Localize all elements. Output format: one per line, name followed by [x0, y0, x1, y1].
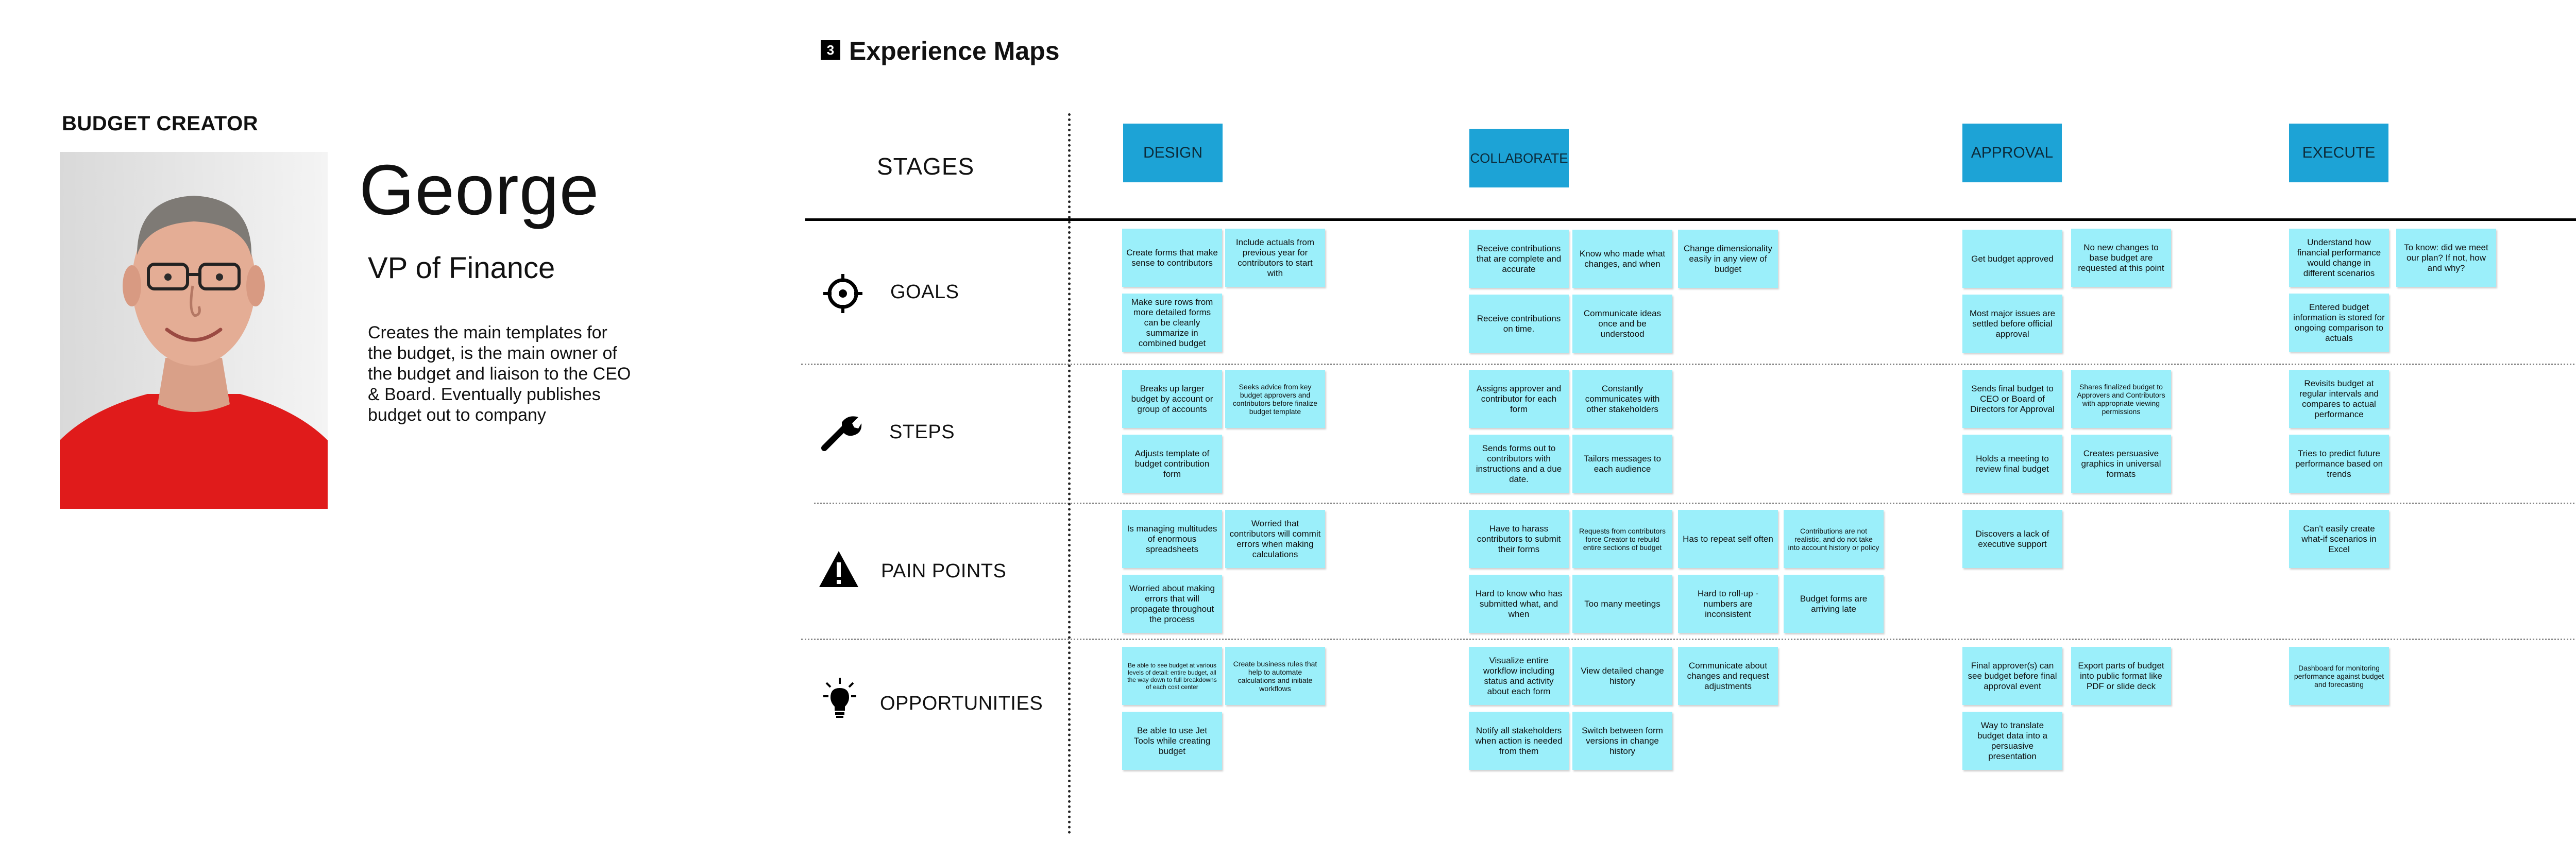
sticky-note: Tries to predict future performance base…	[2289, 435, 2389, 493]
sticky-note: Revisits budget at regular intervals and…	[2289, 370, 2389, 428]
lightbulb-icon	[823, 678, 856, 718]
sticky-note: Sends forms out to contributors with ins…	[1469, 435, 1569, 493]
sticky-note: Requests from contributors force Creator…	[1572, 510, 1672, 568]
sticky-note: Include actuals from previous year for c…	[1225, 229, 1325, 287]
sticky-note: Creates persuasive graphics in universal…	[2071, 435, 2171, 493]
sticky-note: To know: did we meet our plan? If not, h…	[2396, 229, 2496, 287]
sticky-note: Most major issues are settled before off…	[1962, 295, 2062, 353]
sticky-note: Adjusts template of budget contribution …	[1122, 435, 1222, 493]
map-title: Experience Maps	[849, 37, 1060, 65]
sticky-note: Hard to know who has submitted what, and…	[1469, 575, 1569, 633]
sticky-note: Dashboard for monitoring performance aga…	[2289, 647, 2389, 705]
sticky-note: Seeks advice from key budget approvers a…	[1225, 370, 1325, 428]
sticky-note: Is managing multitudes of enormous sprea…	[1122, 510, 1222, 568]
row-label-opportunities: OPPORTUNITIES	[880, 693, 1043, 714]
sticky-note: Worried that contributors will commit er…	[1225, 510, 1325, 568]
sticky-note: Understand how financial performance wou…	[2289, 229, 2389, 287]
sticky-note: Communicate ideas once and be understood	[1572, 295, 1672, 353]
sticky-note: No new changes to base budget are reques…	[2071, 229, 2171, 287]
persona-role: VP of Finance	[368, 251, 555, 285]
sticky-note: Get budget approved	[1962, 230, 2062, 288]
persona-portrait-image	[60, 152, 328, 509]
row-label-steps: STEPS	[889, 421, 955, 443]
sticky-note: Worried about making errors that will pr…	[1122, 575, 1222, 633]
persona-photo	[60, 152, 328, 509]
sticky-note: View detailed change history	[1572, 647, 1672, 705]
target-icon	[823, 274, 862, 313]
sticky-note: Communicate about changes and request ad…	[1678, 647, 1778, 705]
persona-name: George	[359, 150, 600, 230]
stage-design: DESIGN	[1123, 124, 1223, 182]
sticky-note: Hard to roll-up - numbers are inconsiste…	[1678, 575, 1778, 633]
sticky-note: Know who made what changes, and when	[1572, 230, 1672, 288]
section-number-badge: 3	[821, 40, 840, 60]
sticky-note: Notify all stakeholders when action is n…	[1469, 712, 1569, 770]
sticky-note: Have to harass contributors to submit th…	[1469, 510, 1569, 568]
sticky-note: Visualize entire workflow including stat…	[1469, 647, 1569, 705]
persona-description: Creates the main templates for the budge…	[368, 323, 631, 425]
sticky-note: Tailors messages to each audience	[1572, 435, 1672, 493]
sticky-note: Budget forms are arriving late	[1784, 575, 1884, 633]
sticky-note: Way to translate budget data into a pers…	[1962, 712, 2062, 770]
row-label-pain-points: PAIN POINTS	[881, 560, 1007, 582]
sticky-note: Assigns approver and contributor for eac…	[1469, 370, 1569, 428]
persona-label: BUDGET CREATOR	[62, 112, 259, 135]
row-label-goals: GOALS	[890, 281, 959, 303]
sticky-note: Constantly communicates with other stake…	[1572, 370, 1672, 428]
stages-divider	[805, 218, 2576, 221]
row-divider-steps	[814, 503, 2576, 504]
stage-collaborate: COLLABORATE	[1469, 129, 1569, 187]
sticky-note: Export parts of budget into public forma…	[2071, 647, 2171, 705]
sticky-note: Shares finalized budget to Approvers and…	[2071, 370, 2171, 428]
sticky-note: Create business rules that help to autom…	[1225, 647, 1325, 705]
stages-label: STAGES	[877, 153, 975, 180]
sticky-note: Discovers a lack of executive support	[1962, 510, 2062, 568]
stage-execute: EXECUTE	[2289, 124, 2388, 182]
sticky-note: Holds a meeting to review final budget	[1962, 435, 2062, 493]
sticky-note: Receive contributions that are complete …	[1469, 230, 1569, 288]
sticky-note: Switch between form versions in change h…	[1572, 712, 1672, 770]
sticky-note: Change dimensionality easily in any view…	[1678, 230, 1778, 288]
sticky-note: Be able to see budget at various levels …	[1122, 647, 1222, 705]
sticky-note: Has to repeat self often	[1678, 510, 1778, 568]
sticky-note: Be able to use Jet Tools while creating …	[1122, 712, 1222, 770]
sticky-note: Can't easily create what-if scenarios in…	[2289, 510, 2389, 568]
row-divider-goals	[801, 364, 2576, 365]
sticky-note: Make sure rows from more detailed forms …	[1122, 294, 1222, 352]
sticky-note: Breaks up larger budget by account or gr…	[1122, 370, 1222, 428]
sticky-note: Sends final budget to CEO or Board of Di…	[1962, 370, 2062, 428]
sticky-note: Receive contributions on time.	[1469, 295, 1569, 353]
wrench-icon	[821, 416, 862, 451]
label-column-divider	[1068, 113, 1071, 834]
sticky-note: Final approver(s) can see budget before …	[1962, 647, 2062, 705]
row-divider-pain-points	[801, 639, 2576, 640]
warning-icon	[819, 551, 858, 587]
sticky-note: Too many meetings	[1572, 575, 1672, 633]
sticky-note: Entered budget information is stored for…	[2289, 294, 2389, 352]
sticky-note: Create forms that make sense to contribu…	[1122, 229, 1222, 287]
sticky-note: Contributions are not realistic, and do …	[1784, 510, 1884, 568]
stage-approval: APPROVAL	[1962, 124, 2062, 182]
